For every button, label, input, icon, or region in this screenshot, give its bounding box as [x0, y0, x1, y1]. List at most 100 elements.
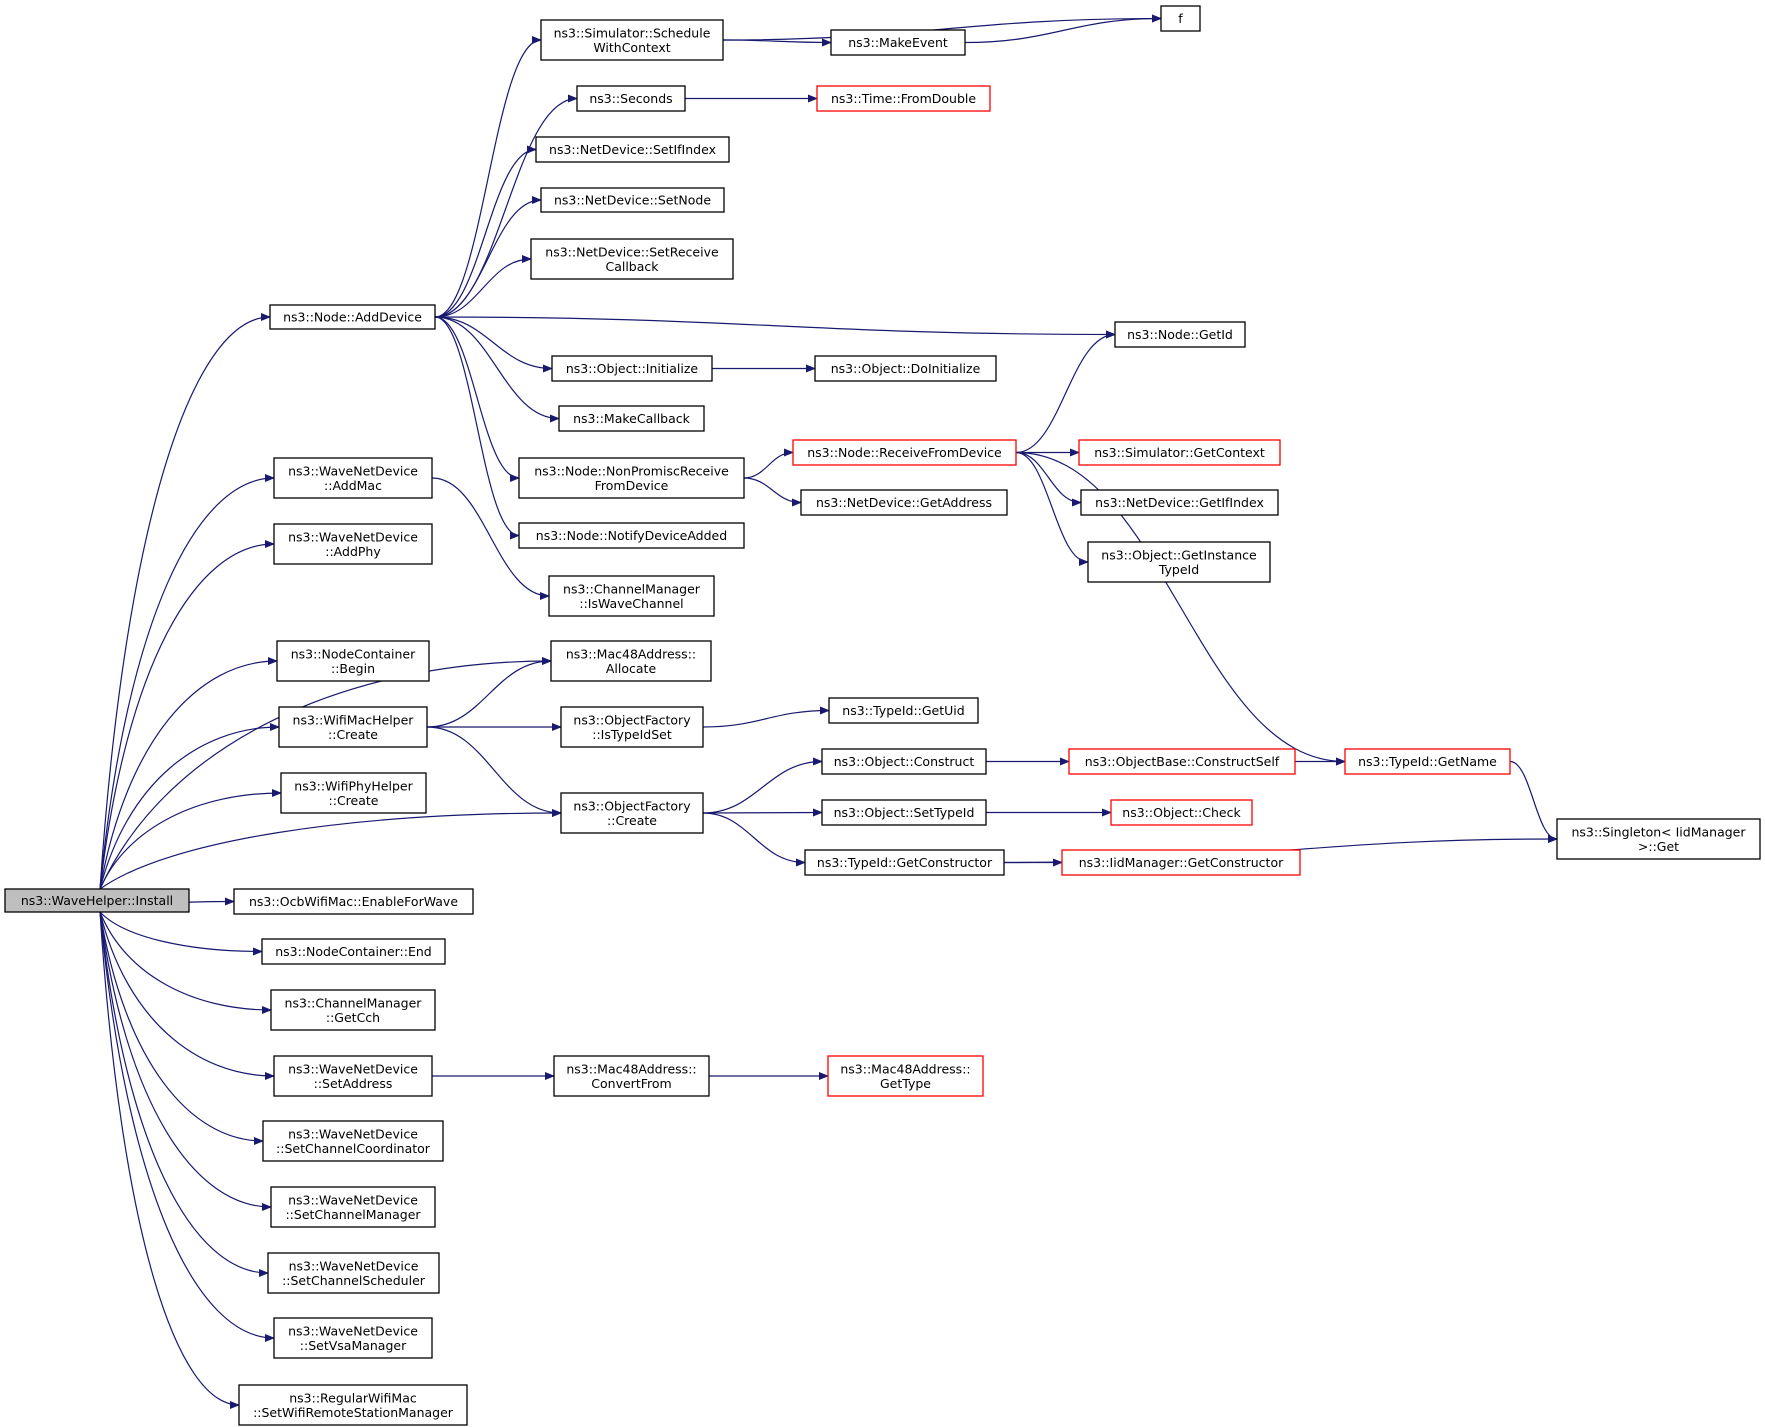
node-setchannelmanager[interactable]: ns3::WaveNetDevice::SetChannelManager [270, 1186, 436, 1228]
node-box [1078, 439, 1281, 466]
call-edge-install-to-getcch [99, 911, 272, 1014]
node-getuid[interactable]: ns3::TypeId::GetUid [828, 697, 979, 724]
node-fromdouble[interactable]: ns3::Time::FromDouble [816, 85, 991, 112]
node-box [280, 772, 427, 814]
node-ncend[interactable]: ns3::NodeContainer::End [261, 938, 446, 965]
node-label: TypeId [1158, 562, 1199, 577]
node-box [550, 640, 712, 682]
node-check[interactable]: ns3::Object::Check [1110, 799, 1253, 826]
node-label: ns3::Mac48Address:: [566, 1061, 696, 1076]
node-setwifiremote[interactable]: ns3::RegularWifiMac::SetWifiRemoteStatio… [238, 1384, 468, 1426]
node-label: ::AddPhy [325, 544, 381, 559]
node-box [792, 439, 1017, 466]
node-label: ns3::ChannelManager [285, 995, 423, 1010]
node-label: ns3::Node::NonPromiscReceive [534, 463, 729, 478]
call-edge-install-to-ofcreate [99, 809, 562, 890]
node-getaddress[interactable]: ns3::NetDevice::GetAddress [800, 489, 1008, 516]
node-label: ns3::Seconds [589, 91, 672, 106]
node-box [1080, 489, 1279, 516]
node-setifindex[interactable]: ns3::NetDevice::SetIfIndex [535, 136, 730, 163]
node-box [1114, 321, 1246, 348]
node-box [540, 19, 724, 61]
node-convertfrom[interactable]: ns3::Mac48Address::ConvertFrom [553, 1055, 710, 1097]
node-label: ConvertFrom [591, 1076, 671, 1091]
node-seconds[interactable]: ns3::Seconds [576, 85, 686, 112]
node-box [518, 522, 745, 549]
node-getconstructor[interactable]: ns3::TypeId::GetConstructor [804, 849, 1005, 876]
node-wifiphycreate[interactable]: ns3::WifiPhyHelper::Create [280, 772, 427, 814]
node-label: ns3::TypeId::GetUid [842, 703, 964, 718]
node-setaddress[interactable]: ns3::WaveNetDevice::SetAddress [273, 1055, 433, 1097]
node-install[interactable]: ns3::WaveHelper::Install [4, 888, 190, 913]
node-label: ns3::WifiMacHelper [293, 712, 415, 727]
node-box [814, 355, 997, 382]
node-setnode[interactable]: ns3::NetDevice::SetNode [540, 187, 725, 213]
node-box [548, 575, 715, 617]
node-ofcreate[interactable]: ns3::ObjectFactory::Create [560, 792, 704, 834]
node-settypeid[interactable]: ns3::Object::SetTypeId [821, 799, 987, 826]
node-receivefromdevice[interactable]: ns3::Node::ReceiveFromDevice [792, 439, 1017, 466]
call-edge-install-to-addphy [99, 540, 275, 890]
node-label: ns3::WaveNetDevice [288, 1323, 418, 1338]
node-makeevent[interactable]: ns3::MakeEvent [830, 29, 966, 56]
call-edge-adddevice-to-makecallback [434, 316, 560, 423]
node-getifindex[interactable]: ns3::NetDevice::GetIfIndex [1080, 489, 1279, 516]
node-label: ::Create [607, 813, 657, 828]
node-label: ns3::OcbWifiMac::EnableForWave [249, 894, 458, 909]
node-construct[interactable]: ns3::Object::Construct [821, 748, 987, 775]
node-getid[interactable]: ns3::Node::GetId [1114, 321, 1246, 348]
node-istypeidset[interactable]: ns3::ObjectFactory::IsTypeIdSet [560, 706, 704, 748]
call-edge-install-to-setchannelcoordinator [99, 911, 264, 1145]
call-edge-makeevent-to-f [964, 14, 1162, 44]
node-adddevice[interactable]: ns3::Node::AddDevice [269, 304, 436, 330]
node-makecallback[interactable]: ns3::MakeCallback [558, 405, 705, 432]
node-notifydeviceadded[interactable]: ns3::Node::NotifyDeviceAdded [518, 522, 745, 549]
node-iidgetconstructor[interactable]: ns3::IidManager::GetConstructor [1061, 849, 1301, 876]
node-setchannelscheduler[interactable]: ns3::WaveNetDevice::SetChannelScheduler [267, 1252, 440, 1294]
node-box [828, 697, 979, 724]
node-initialize[interactable]: ns3::Object::Initialize [551, 355, 713, 382]
call-edge-adddevice-to-schedule [434, 36, 542, 318]
node-enableforwave[interactable]: ns3::OcbWifiMac::EnableForWave [233, 888, 474, 915]
call-edge-install-to-ncend [99, 911, 263, 956]
node-f[interactable]: f [1160, 5, 1201, 32]
node-gettype[interactable]: ns3::Mac48Address::GetType [827, 1055, 984, 1097]
node-wifimaccreate[interactable]: ns3::WifiMacHelper::Create [278, 706, 428, 748]
call-edge-install-to-setwifiremote [99, 911, 240, 1409]
node-singletonget[interactable]: ns3::Singleton< IidManager >::Get [1556, 818, 1761, 860]
call-edge-wifimaccreate-to-ofcreate [426, 726, 562, 817]
node-box [560, 706, 704, 748]
node-box [800, 489, 1008, 516]
node-getname[interactable]: ns3::TypeId::GetName [1344, 748, 1511, 775]
call-edge-adddevice-to-initialize [434, 316, 553, 373]
node-box [273, 457, 433, 499]
node-allocate[interactable]: ns3::Mac48Address::Allocate [550, 640, 712, 682]
call-edge-install-to-adddevice [99, 313, 271, 890]
node-getcontext[interactable]: ns3::Simulator::GetContext [1078, 439, 1281, 466]
node-constructself[interactable]: ns3::ObjectBase::ConstructSelf [1068, 748, 1296, 775]
node-doinitialize[interactable]: ns3::Object::DoInitialize [814, 355, 997, 382]
node-label: Allocate [606, 661, 657, 676]
node-iswavechannel[interactable]: ns3::ChannelManager::IsWaveChannel [548, 575, 715, 617]
node-box [238, 1384, 468, 1426]
call-edge-install-to-wifimaccreate [99, 723, 280, 890]
node-label: ns3::IidManager::GetConstructor [1079, 855, 1284, 870]
node-setchannelcoordinator[interactable]: ns3::WaveNetDevice::SetChannelCoordinato… [262, 1120, 444, 1162]
node-getcch[interactable]: ns3::ChannelManager::GetCch [270, 989, 436, 1031]
call-edge-install-to-setchannelmanager [99, 911, 272, 1211]
node-setvsamanager[interactable]: ns3::WaveNetDevice::SetVsaManager [273, 1317, 433, 1359]
node-box [233, 888, 474, 915]
node-label: ns3::WaveNetDevice [288, 1061, 418, 1076]
node-addphy[interactable]: ns3::WaveNetDevice::AddPhy [273, 523, 433, 565]
node-label: >::Get [1638, 839, 1679, 854]
node-label: ::GetCch [326, 1010, 380, 1025]
call-edge-wifimaccreate-to-allocate [426, 657, 552, 728]
node-begin[interactable]: ns3::NodeContainer::Begin [276, 640, 430, 682]
node-box [827, 1055, 984, 1097]
node-addmac[interactable]: ns3::WaveNetDevice::AddMac [273, 457, 433, 499]
